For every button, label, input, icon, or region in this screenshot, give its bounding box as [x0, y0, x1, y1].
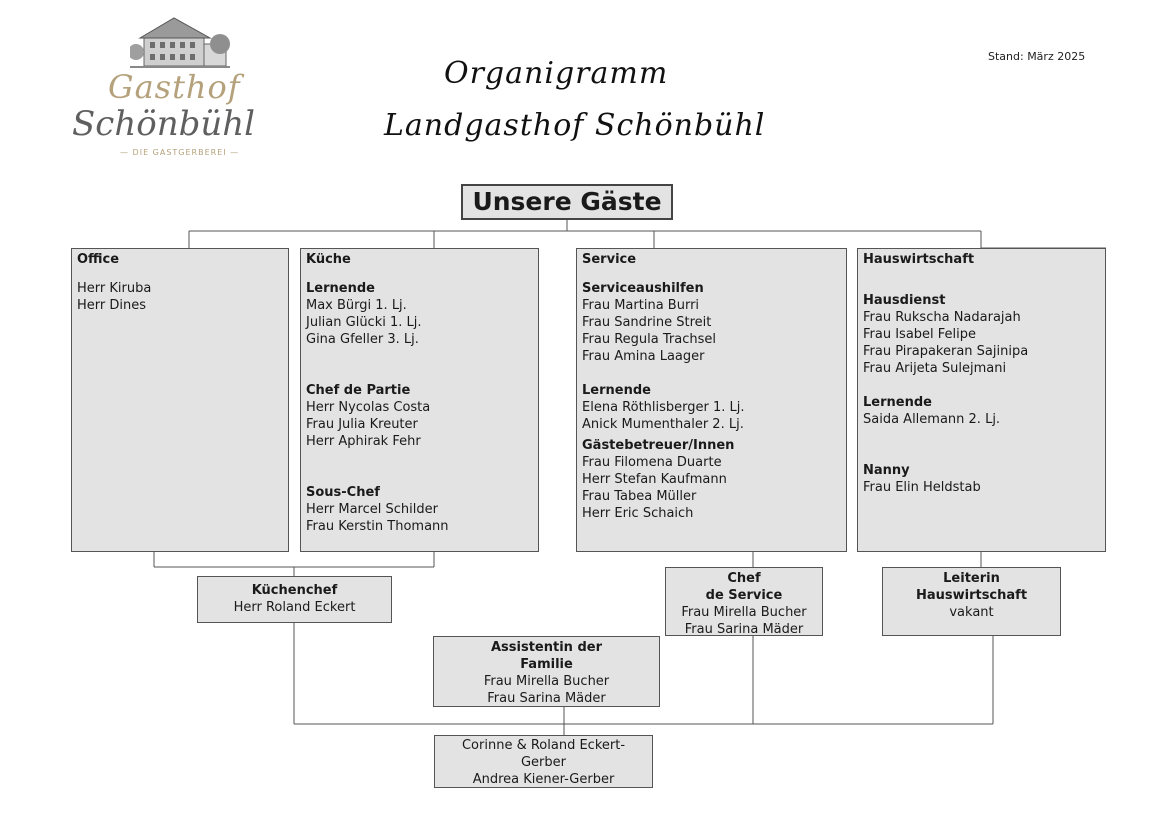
chef-de-service-name: Frau Mirella Bucher	[666, 604, 822, 621]
assistentin-name: Frau Mirella Bucher	[434, 673, 659, 690]
owners-box: Corinne & Roland Eckert- Gerber Andrea K…	[434, 735, 653, 788]
service-department-box: Service Serviceaushilfen Frau Martina Bu…	[576, 248, 847, 552]
kueche-lernende-title: Lernende	[306, 280, 533, 297]
gaestebetreuer-member: Herr Eric Schaich	[582, 505, 841, 522]
gaestebetreuer-member: Herr Stefan Kaufmann	[582, 471, 841, 488]
chef-de-partie-member: Herr Nycolas Costa	[306, 399, 533, 416]
chef-de-partie-title: Chef de Partie	[306, 382, 533, 399]
office-department-box: Office Herr Kiruba Herr Dines	[71, 248, 289, 552]
hausdienst-member: Frau Pirapakeran Sajinipa	[863, 343, 1100, 360]
office-member: Herr Kiruba	[77, 280, 283, 297]
office-header: Office	[77, 251, 283, 268]
chef-de-service-title: de Service	[666, 587, 822, 604]
service-lernende-member: Elena Röthlisberger 1. Lj.	[582, 399, 841, 416]
sous-chef-member: Frau Kerstin Thomann	[306, 518, 533, 535]
nanny-member: Frau Elin Heldstab	[863, 479, 1100, 496]
hausdienst-title: Hausdienst	[863, 292, 1100, 309]
service-lernende-title: Lernende	[582, 382, 841, 399]
owners-line: Gerber	[435, 754, 652, 771]
service-lernende-member: Anick Mumenthaler 2. Lj.	[582, 416, 841, 433]
chef-de-partie-member: Frau Julia Kreuter	[306, 416, 533, 433]
kueche-lernende-member: Gina Gfeller 3. Lj.	[306, 331, 533, 348]
assistentin-title: Assistentin der	[434, 639, 659, 656]
kueche-lernende-member: Julian Glücki 1. Lj.	[306, 314, 533, 331]
gaestebetreuer-member: Frau Tabea Müller	[582, 488, 841, 505]
hauswirtschaft-department-box: Hauswirtschaft Hausdienst Frau Rukscha N…	[857, 248, 1106, 552]
hausdienst-member: Frau Isabel Felipe	[863, 326, 1100, 343]
owners-line: Andrea Kiener-Gerber	[435, 771, 652, 788]
hausdienst-member: Frau Rukscha Nadarajah	[863, 309, 1100, 326]
kueche-department-box: Küche Lernende Max Bürgi 1. Lj. Julian G…	[300, 248, 539, 552]
serviceaushilfen-member: Frau Sandrine Streit	[582, 314, 841, 331]
chef-de-partie-member: Herr Aphirak Fehr	[306, 433, 533, 450]
nanny-title: Nanny	[863, 462, 1100, 479]
leiterin-hw-title: Hauswirtschaft	[883, 587, 1060, 604]
chef-de-service-title: Chef	[666, 570, 822, 587]
kuechenchef-box: Küchenchef Herr Roland Eckert	[197, 576, 392, 623]
serviceaushilfen-title: Serviceaushilfen	[582, 280, 841, 297]
leiterin-hw-name: vakant	[883, 604, 1060, 621]
kuechenchef-title: Küchenchef	[198, 582, 391, 599]
kueche-header: Küche	[306, 251, 533, 268]
sous-chef-title: Sous-Chef	[306, 484, 533, 501]
serviceaushilfen-member: Frau Regula Trachsel	[582, 331, 841, 348]
gaestebetreuer-member: Frau Filomena Duarte	[582, 454, 841, 471]
serviceaushilfen-member: Frau Martina Burri	[582, 297, 841, 314]
chef-de-service-name: Frau Sarina Mäder	[666, 621, 822, 638]
owners-line: Corinne & Roland Eckert-	[435, 737, 652, 754]
assistentin-box: Assistentin der Familie Frau Mirella Buc…	[433, 636, 660, 707]
leiterin-hauswirtschaft-box: Leiterin Hauswirtschaft vakant	[882, 567, 1061, 636]
kueche-lernende-member: Max Bürgi 1. Lj.	[306, 297, 533, 314]
hauswirtschaft-header: Hauswirtschaft	[863, 251, 1100, 268]
hw-lernende-member: Saida Allemann 2. Lj.	[863, 411, 1100, 428]
chef-de-service-box: Chef de Service Frau Mirella Bucher Frau…	[665, 567, 823, 636]
leiterin-hw-title: Leiterin	[883, 570, 1060, 587]
serviceaushilfen-member: Frau Amina Laager	[582, 348, 841, 365]
guests-box: Unsere Gäste	[461, 184, 673, 220]
gaestebetreuer-title: Gästebetreuer/Innen	[582, 437, 841, 454]
assistentin-name: Frau Sarina Mäder	[434, 690, 659, 707]
hausdienst-member: Frau Arijeta Sulejmani	[863, 360, 1100, 377]
kuechenchef-name: Herr Roland Eckert	[198, 599, 391, 616]
service-header: Service	[582, 251, 841, 268]
office-member: Herr Dines	[77, 297, 283, 314]
hw-lernende-title: Lernende	[863, 394, 1100, 411]
sous-chef-member: Herr Marcel Schilder	[306, 501, 533, 518]
assistentin-title: Familie	[434, 656, 659, 673]
